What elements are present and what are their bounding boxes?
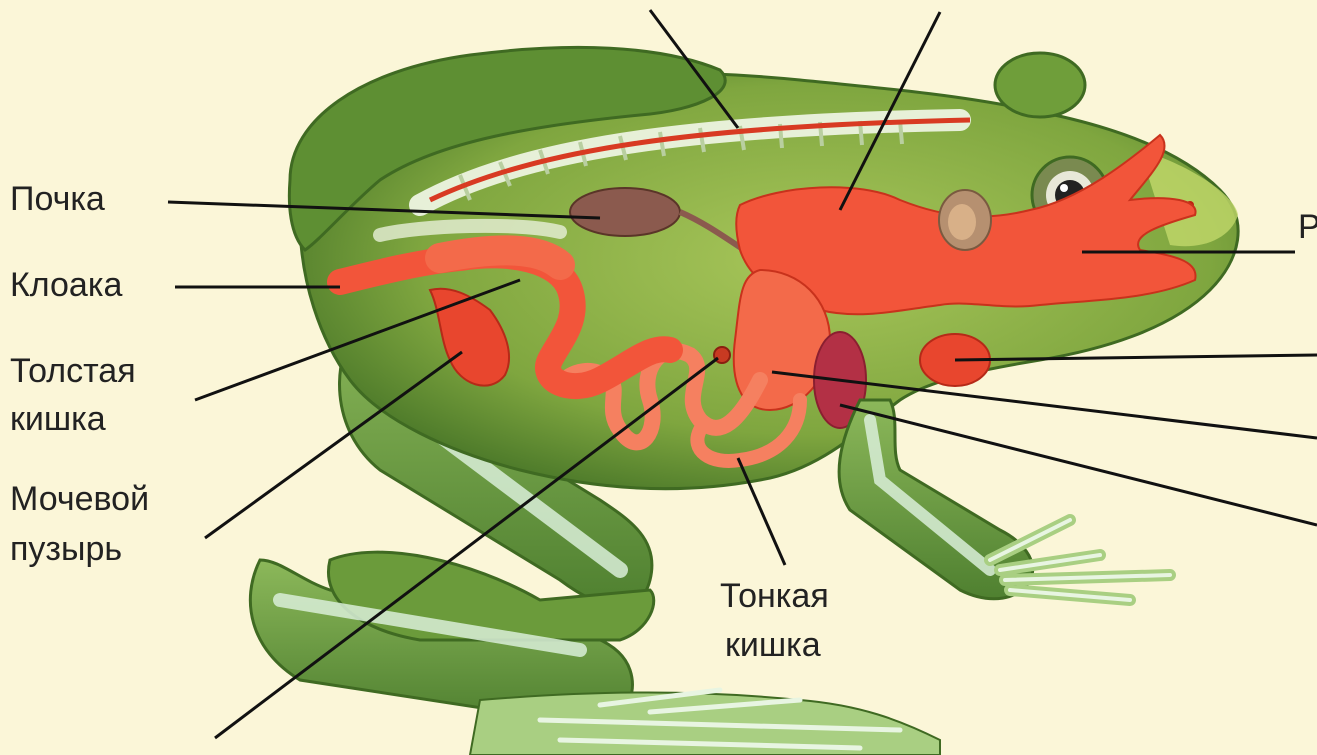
- label-small-intestine-line2: кишка: [725, 624, 821, 666]
- label-large-intestine-line2: кишка: [10, 398, 106, 440]
- label-bladder-line1: Мочевой: [10, 478, 149, 520]
- label-kidney: Почка: [10, 178, 105, 220]
- label-mouth-partial: Р: [1298, 206, 1317, 248]
- label-cloaca: Клоака: [10, 264, 122, 306]
- front-leg: [839, 400, 1170, 600]
- label-bladder-line2: пузырь: [10, 528, 122, 570]
- label-large-intestine-line1: Толстая: [10, 350, 136, 392]
- label-small-intestine-line1: Тонкая: [720, 575, 829, 617]
